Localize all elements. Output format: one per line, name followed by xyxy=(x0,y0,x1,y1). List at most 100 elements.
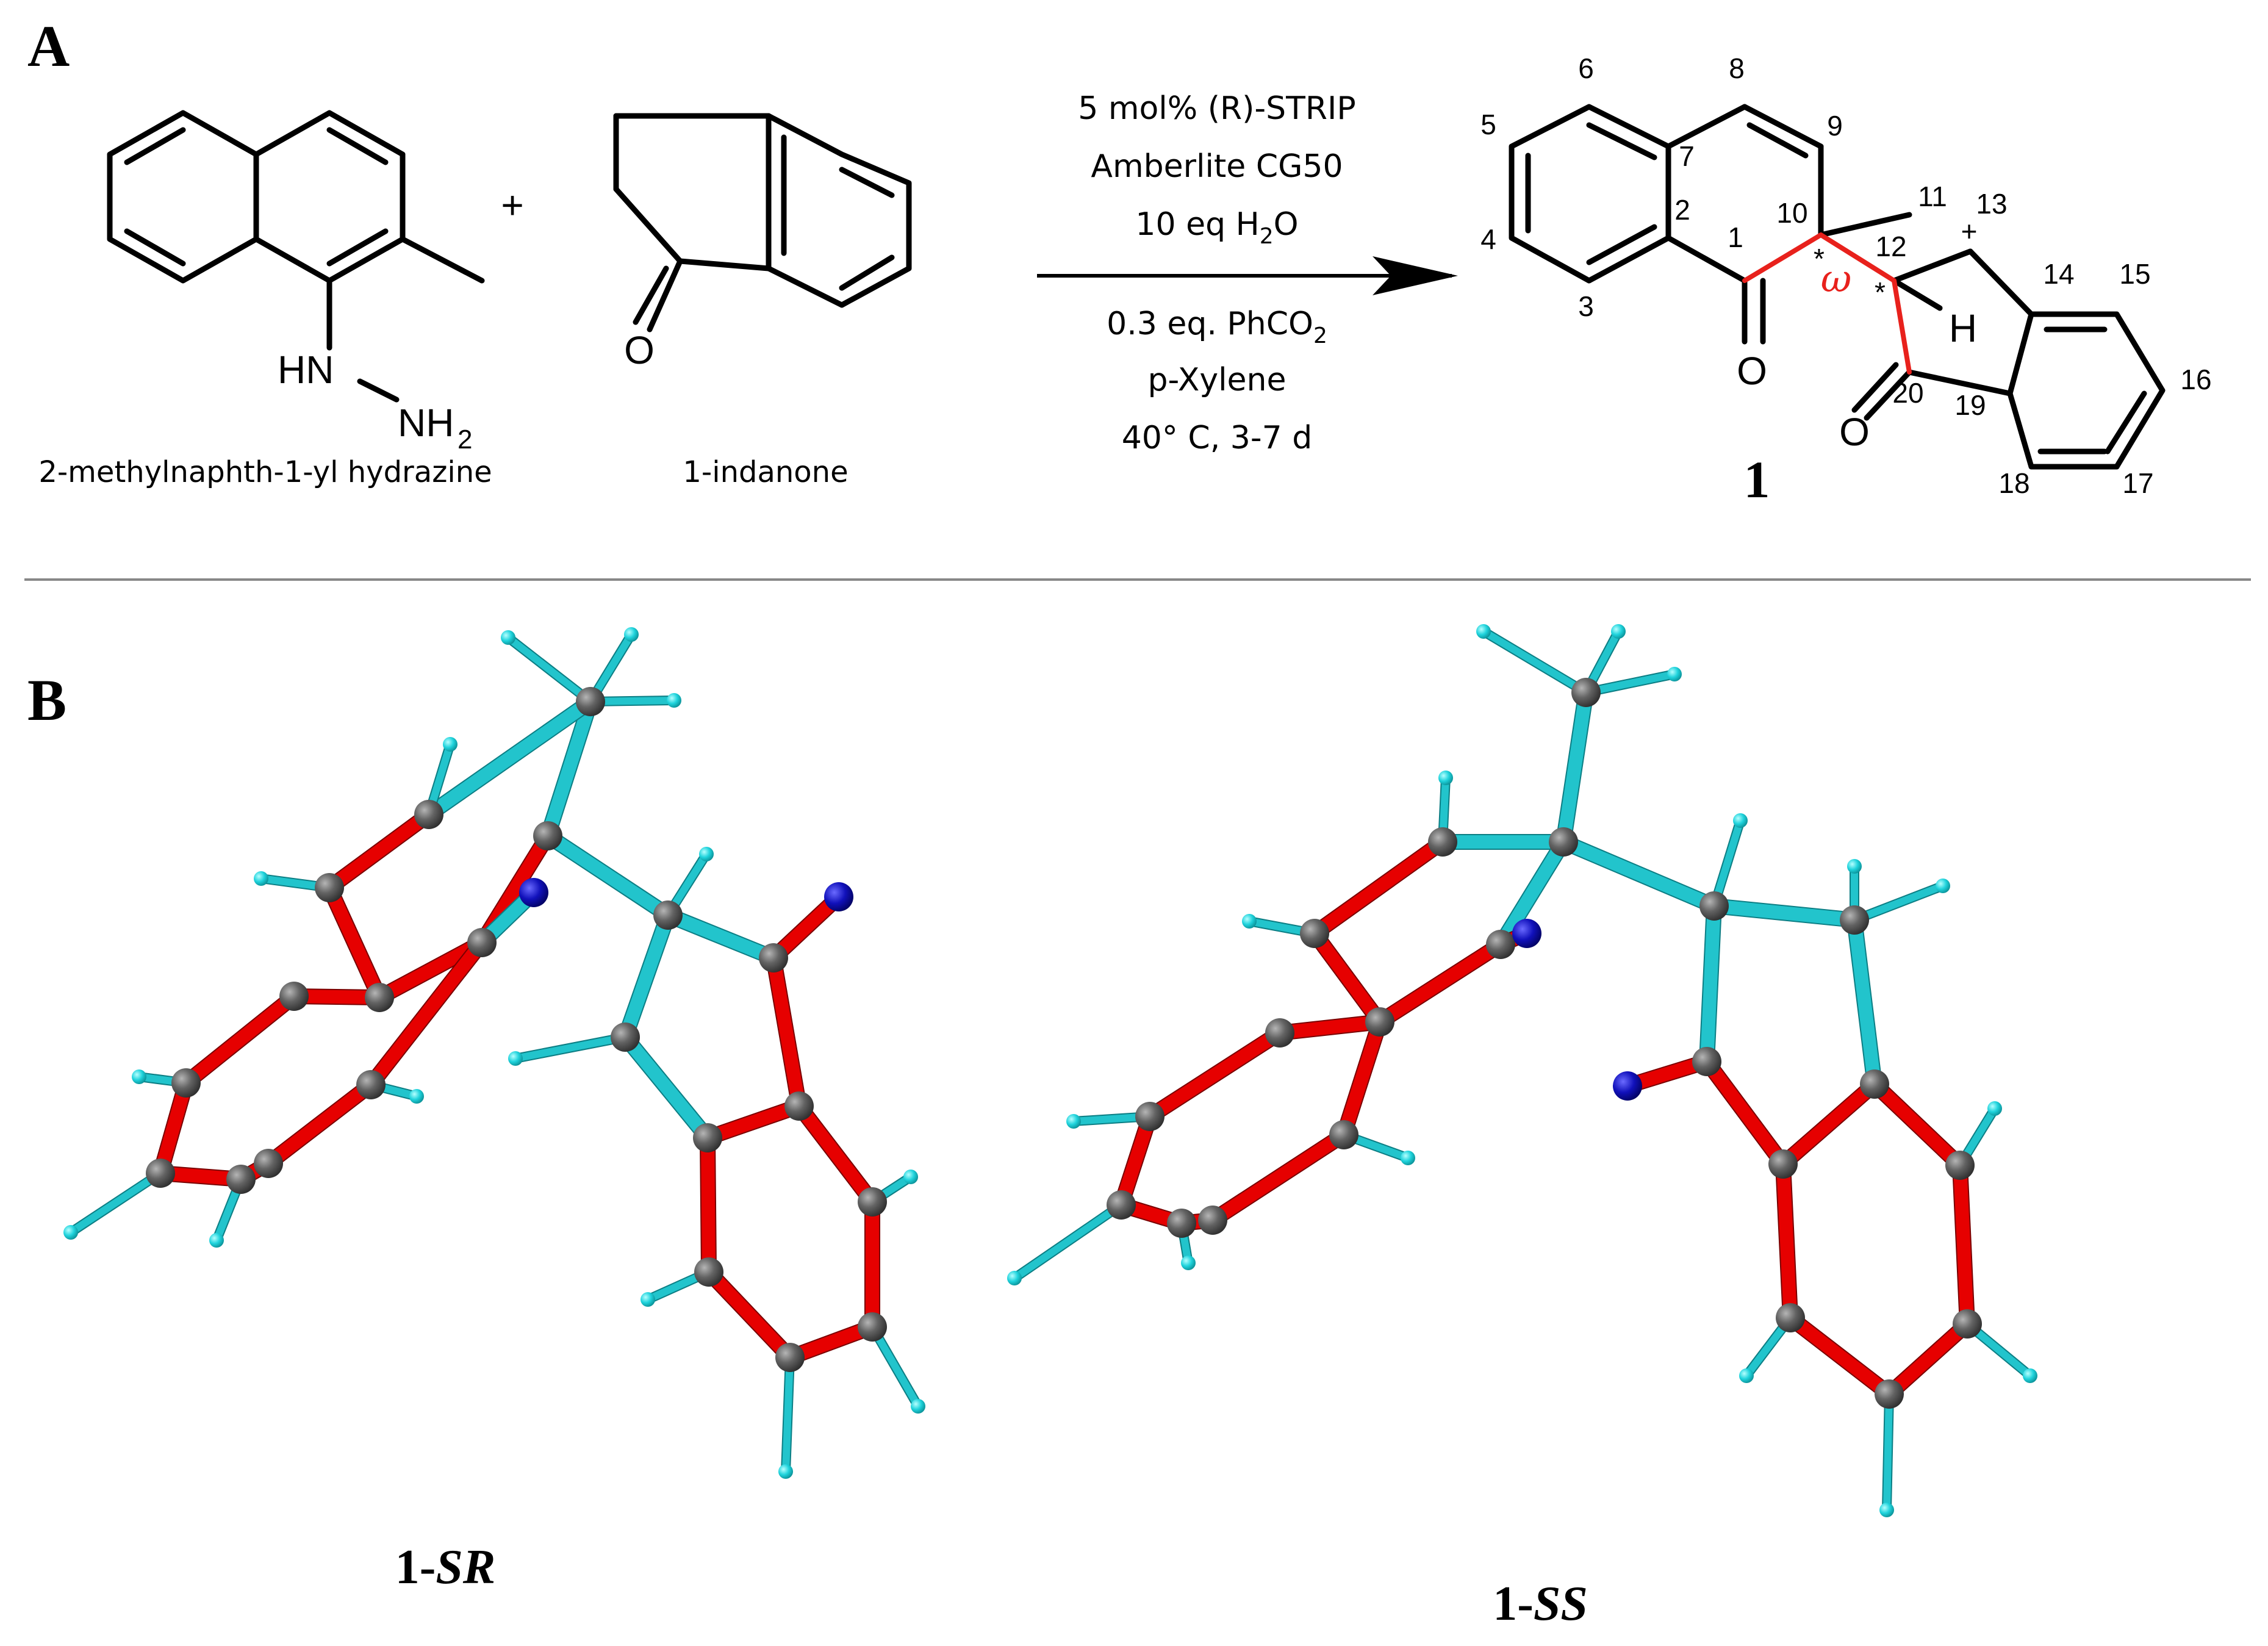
conformer-sr-hydrogen-atom xyxy=(699,847,714,861)
conformer-sr-bond xyxy=(179,990,301,1090)
product-oxygen-1: O xyxy=(1737,349,1767,393)
conformer-sr-hydrogen-atom xyxy=(903,1170,918,1184)
product-structure xyxy=(1509,104,2166,470)
conformer-sr-carbon-atom xyxy=(254,1149,283,1178)
conformer-ss-hydrogen-atom xyxy=(1739,1368,1754,1383)
conformer-sr-hydrogen-atom xyxy=(132,1069,146,1084)
conformer-ss-carbon-atom xyxy=(1300,919,1329,948)
conformer-ss-bond xyxy=(1143,1026,1287,1123)
conformer-sr-hydrogen-atom xyxy=(778,1464,793,1479)
atom-number-6: 6 xyxy=(1578,52,1594,84)
conformer-sr-hydrogen-atom xyxy=(641,1292,655,1307)
conformer-sr-bond xyxy=(792,1099,879,1209)
atom-number-4: 4 xyxy=(1480,223,1496,255)
atom-number-17: 17 xyxy=(2122,467,2153,499)
conformer-ss-carbon-atom xyxy=(1692,1047,1721,1076)
conformer-sr-carbon-atom xyxy=(279,982,309,1011)
condition-resin: Amberlite CG50 xyxy=(1091,148,1343,185)
atom-number-7: 7 xyxy=(1679,140,1695,172)
atom-number-16: 16 xyxy=(2180,364,2211,395)
conformer-sr-bond xyxy=(701,1099,806,1145)
conformer-sr-carbon-atom xyxy=(858,1312,887,1342)
conformer-ss-carbon-atom xyxy=(1365,1007,1394,1037)
conformer-sr-bond xyxy=(541,695,597,843)
conformer-sr-carbon-atom xyxy=(653,900,683,930)
conformer-sr-carbon-atom xyxy=(414,800,443,829)
conformer-sr-atoms xyxy=(63,627,925,1479)
conformer-sr-bond xyxy=(767,951,806,1113)
conformer-ss-hydrogen-atom xyxy=(1007,1271,1022,1285)
conformer-ss-hydrogen-atom xyxy=(2023,1368,2037,1383)
conformer-sr-oxygen-atom xyxy=(824,882,853,911)
atom-number-11: 11 xyxy=(1918,181,1947,212)
conformer-ss-carbon-atom xyxy=(1699,891,1729,921)
conformer-ss-carbon-atom xyxy=(1776,1303,1805,1332)
conformer-ss-bond xyxy=(1557,835,1721,913)
conformer-ss-carbon-atom xyxy=(1860,1069,1889,1099)
hydrazine-hn-atom: HN xyxy=(278,348,334,392)
atom-number-9: 9 xyxy=(1827,110,1843,142)
conformer-sr-carbon-atom xyxy=(226,1165,256,1194)
conformer-sr-carbon-atom xyxy=(146,1159,175,1188)
condition-water: 10 eq H2O xyxy=(1135,206,1298,249)
conformer-ss-bond xyxy=(1494,835,1570,951)
atom-number-14: 14 xyxy=(2043,258,2074,290)
conformer-ss-carbon-atom xyxy=(1167,1209,1196,1238)
conformer-sr-carbon-atom xyxy=(784,1091,814,1121)
conformer-ss-carbon-atom xyxy=(1768,1149,1798,1179)
conformer-sr-hydrogen-atom xyxy=(254,871,268,886)
conformer-ss-hydrogen-atom xyxy=(1181,1256,1196,1270)
conformer-ss-carbon-atom xyxy=(1571,678,1601,707)
conformer-ss-hydrogen-atom xyxy=(1733,813,1748,828)
conformer-sr-carbon-atom xyxy=(858,1187,887,1217)
conformer-ss-bond xyxy=(1776,1077,1881,1171)
conformer-ss-carbon-atom xyxy=(1428,827,1457,857)
conformer-sr-caption: 1-SR xyxy=(395,1540,496,1594)
conformer-sr-hydrogen-atom xyxy=(508,1051,523,1066)
conformer-ss-oxygen-atom xyxy=(1512,919,1541,948)
conformer-sr-carbon-atom xyxy=(759,943,788,972)
condition-acid: 0.3 eq. PhCO2 xyxy=(1107,306,1327,348)
conformer-ss-carbon-atom xyxy=(1486,930,1515,959)
conformer-ss-hydrogen-atom xyxy=(1879,1503,1894,1517)
conformer-ss-hydrogen-atom xyxy=(1476,624,1491,639)
conformer-sr-bond xyxy=(422,695,597,821)
conformer-sr-hydrogen-atom xyxy=(624,627,639,642)
indanone-oxygen: O xyxy=(624,328,655,372)
conformer-sr-bond xyxy=(504,634,594,705)
conformer-ss-carbon-atom xyxy=(1329,1120,1358,1149)
conformer-sr-oxygen-atom xyxy=(519,878,548,907)
conformer-ss-hydrogen-atom xyxy=(1611,624,1626,639)
conformer-sr-bond xyxy=(323,808,436,894)
conformer-ss-bond xyxy=(1707,899,1861,927)
conformer-sr-bond xyxy=(262,1078,378,1170)
conformer-ss-carbon-atom xyxy=(1953,1309,1982,1339)
conformer-sr-bond xyxy=(619,908,675,1044)
reaction-arrow-head xyxy=(1373,256,1458,295)
conformer-ss-carbon-atom xyxy=(1265,1018,1294,1048)
indanone-name-label: 1-indanone xyxy=(683,455,848,489)
product-oxygen-2: O xyxy=(1839,410,1870,454)
conformer-ss-bond xyxy=(1953,1159,1974,1331)
conformer-ss-carbon-atom xyxy=(1198,1206,1227,1235)
conformer-sr-carbon-atom xyxy=(365,983,394,1012)
hydrazine-name-label: 2-methylnaphth-1-yl hydrazine xyxy=(38,455,492,489)
conformer-sr-carbon-atom xyxy=(315,873,344,902)
hydrazine-nh-subscript: 2 xyxy=(458,425,472,455)
conformer-ss-bond xyxy=(1883,1390,1893,1514)
conformer-ss-carbon-atom xyxy=(1135,1102,1165,1131)
atom-number-2: 2 xyxy=(1674,194,1690,226)
conformer-ss-bond xyxy=(1700,1055,1790,1171)
conformer-sr-bond xyxy=(512,1033,629,1062)
atom-number-20: 20 xyxy=(1892,377,1923,409)
conformer-sr-model xyxy=(63,627,925,1479)
conformer-sr-carbon-atom xyxy=(611,1022,640,1052)
stereo-star-10: * xyxy=(1814,243,1825,275)
conformer-ss-bond xyxy=(1710,817,1744,910)
conformer-sr-bond xyxy=(701,1131,716,1279)
conformer-ss-bonds xyxy=(1010,627,2035,1515)
omega-symbol: ω xyxy=(1821,256,1852,301)
conformer-sr-hydrogen-atom xyxy=(63,1225,78,1240)
conformer-ss-bond xyxy=(1337,1015,1387,1141)
conformer-ss-oxygen-atom xyxy=(1613,1071,1642,1101)
